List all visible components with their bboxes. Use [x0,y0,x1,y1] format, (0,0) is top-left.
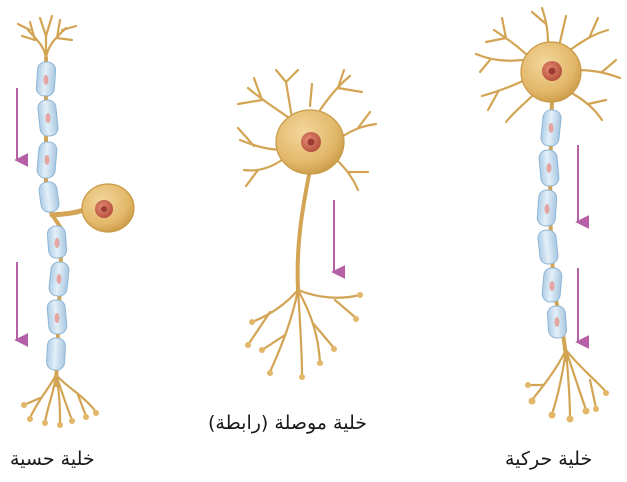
sensory-soma-stalk [52,210,84,215]
sensory-neuron-label: خلية حسية [10,450,95,469]
motor-soma [521,42,581,102]
interneuron-axon [298,170,310,290]
motor-neuron-label: خلية حركية [505,450,592,469]
sensory-soma [82,184,134,232]
interneuron-soma [276,110,344,174]
interneuron-terminal-knobs [245,292,363,380]
motor-myelin-sheaths [537,109,567,338]
sensory-dendrites-top [18,16,76,58]
interneuron-label: خلية موصلة (رابطة) [208,414,367,433]
interneuron-axon-terminals [248,290,360,376]
motor-terminal-knobs [525,382,609,423]
